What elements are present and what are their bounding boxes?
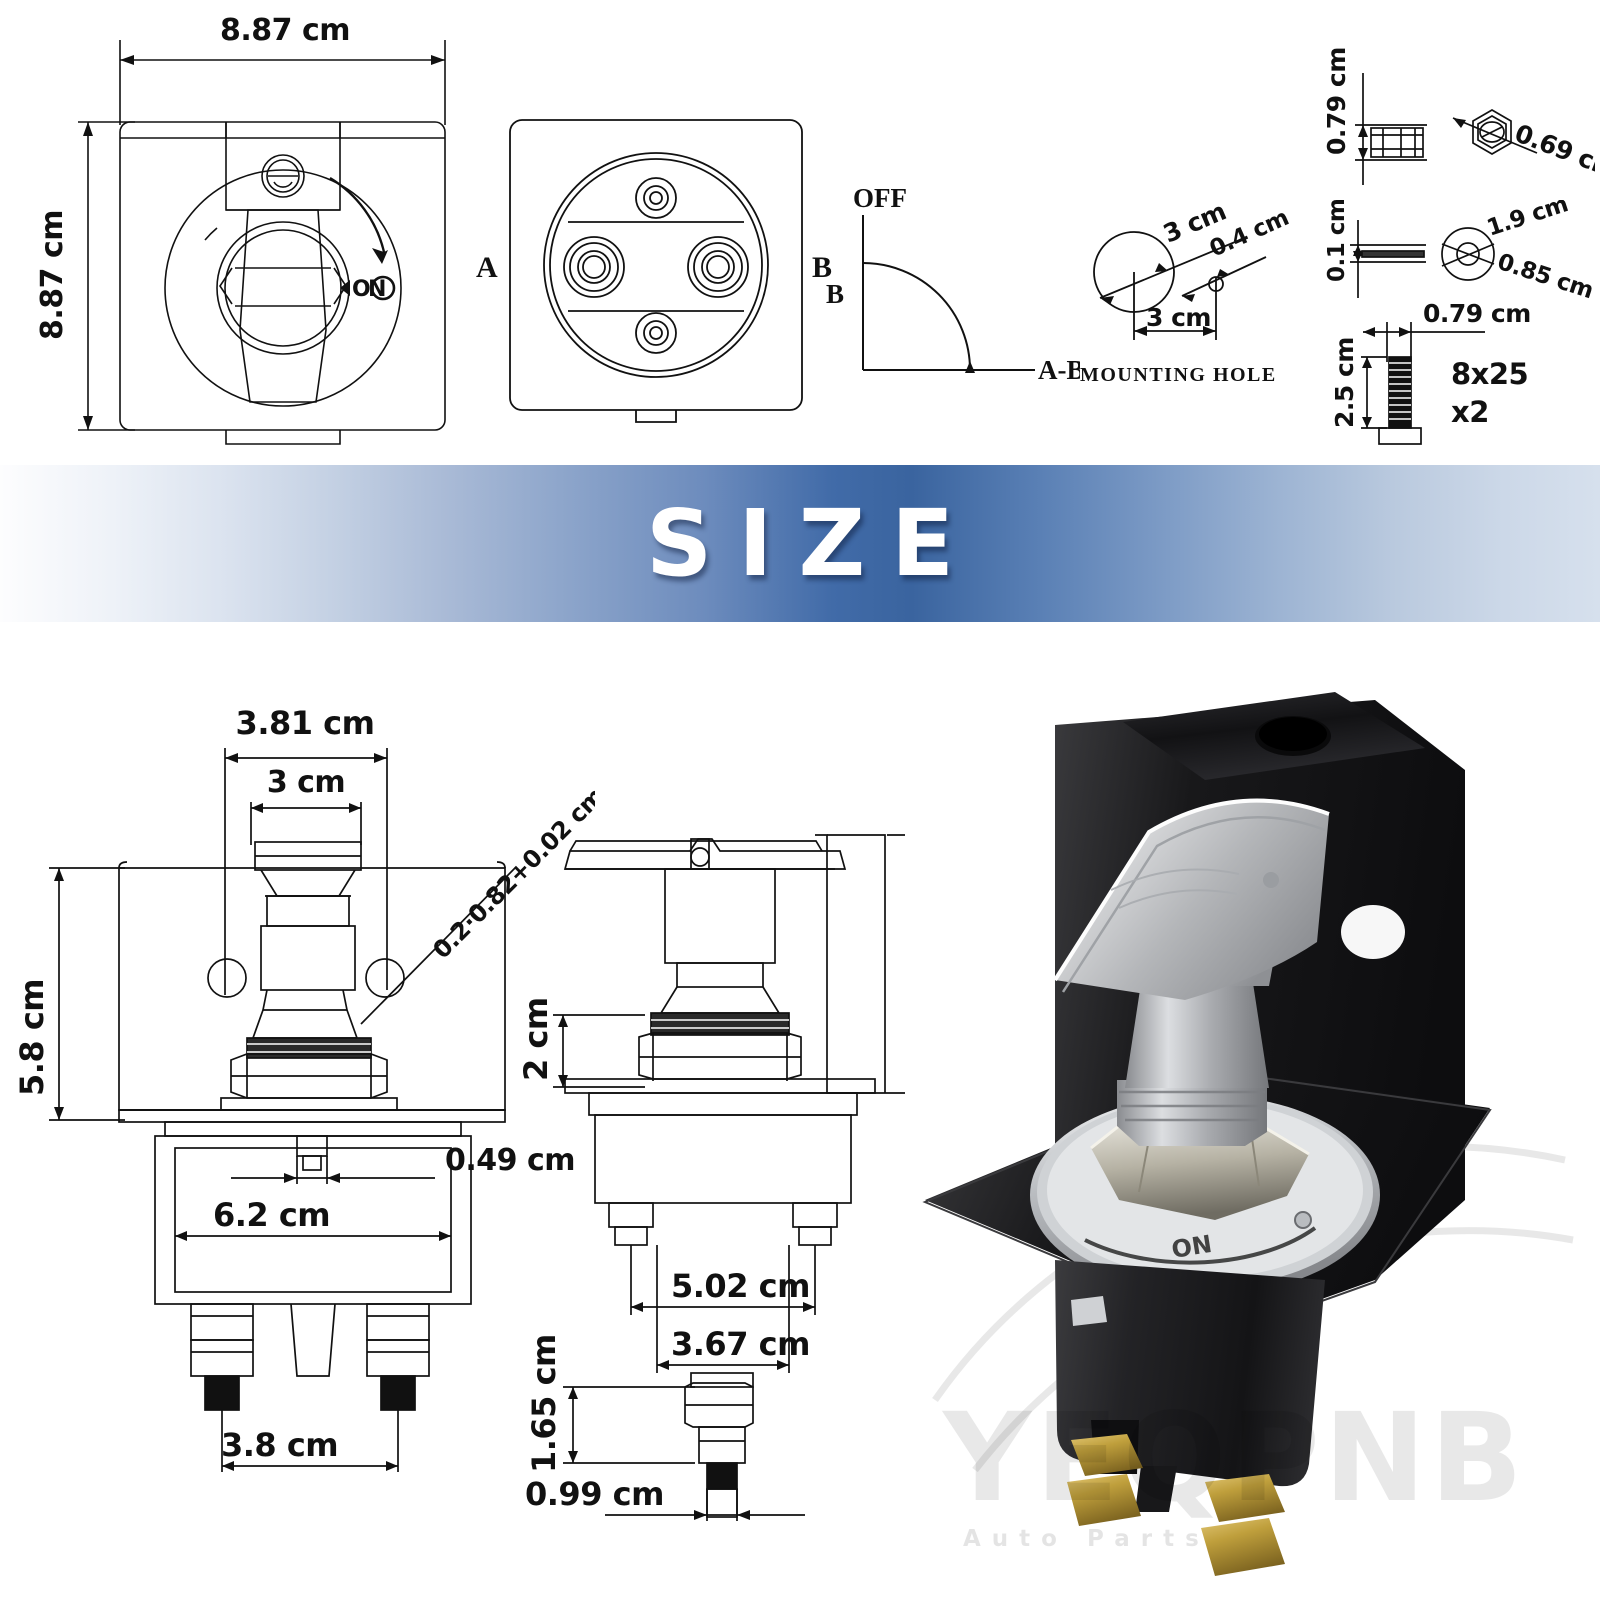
svg-text:N: N [368, 277, 386, 302]
svg-text:x2: x2 [1451, 395, 1489, 429]
svg-text:O: O [352, 277, 370, 302]
svg-text:0.79 cm: 0.79 cm [1423, 300, 1531, 328]
bracket-front-view-drawing: 3.81 cm 3 cm 5.8 cm 0.2·0.82+0.02 cm 0.4… [15, 660, 595, 1540]
svg-text:0.85 cm: 0.85 cm [1494, 249, 1596, 304]
svg-text:8.87 cm: 8.87 cm [35, 210, 70, 340]
svg-text:B: B [812, 251, 832, 284]
svg-text:0.99 cm: 0.99 cm [525, 1475, 664, 1513]
svg-text:Auto Parts: Auto Parts [963, 1526, 1210, 1552]
svg-text:5.8 cm: 5.8 cm [15, 979, 51, 1096]
svg-text:ON: ON [1170, 1230, 1214, 1264]
svg-text:2 cm: 2 cm [517, 997, 555, 1081]
svg-text:2.5 cm: 2.5 cm [1330, 337, 1359, 428]
size-banner: SIZE [0, 465, 1600, 622]
svg-text:0.49 cm: 0.49 cm [445, 1143, 575, 1178]
svg-text:0.69 cm: 0.69 cm [1511, 119, 1595, 185]
size-banner-title: SIZE [645, 489, 981, 597]
svg-text:OFF: OFF [853, 183, 907, 213]
svg-text:3.67 cm: 3.67 cm [671, 1325, 810, 1363]
hex-nut-drawing: 0.79 cm 0.69 cm [1275, 25, 1595, 200]
svg-text:5.02 cm: 5.02 cm [671, 1267, 810, 1305]
svg-text:8x25: 8x25 [1451, 357, 1528, 391]
svg-text:1.9 cm: 1.9 cm [1484, 200, 1571, 242]
rear-terminal-view-drawing: A B [460, 105, 840, 435]
svg-text:3.81 cm: 3.81 cm [236, 704, 375, 742]
bolt-drawing: 0.79 cm 2.5 cm 8x25 x2 [1275, 300, 1595, 445]
svg-text:0.79 cm: 0.79 cm [1322, 47, 1351, 155]
svg-text:6.2 cm: 6.2 cm [213, 1196, 330, 1234]
rotation-angle-drawing: OFF B A-B [820, 175, 1080, 390]
svg-text:3 cm: 3 cm [1146, 303, 1211, 332]
svg-text:3.8 cm: 3.8 cm [221, 1426, 338, 1464]
svg-text:8.87 cm: 8.87 cm [220, 13, 350, 48]
svg-text:A-B: A-B [1038, 355, 1080, 385]
product-photo: ON [905, 640, 1600, 1600]
svg-text:0.1 cm: 0.1 cm [1324, 200, 1350, 282]
mounting-hole-drawing: 3 cm 0.4 cm 3 cm MOUNTING HOLE [1070, 195, 1320, 395]
bracket-side-view-drawing: 2 cm 6.4 cm 5.02 cm 3.67 cm 1.65 cm 0.99… [505, 795, 1025, 1535]
svg-text:3 cm: 3 cm [267, 765, 345, 800]
flat-washer-drawing: 0.1 cm 1.9 cm 0.85 cm [1290, 200, 1600, 320]
svg-text:B: B [826, 279, 844, 309]
svg-text:YEQPNB: YEQPNB [941, 1387, 1527, 1529]
svg-text:1.65 cm: 1.65 cm [525, 1334, 563, 1473]
svg-text:MOUNTING HOLE: MOUNTING HOLE [1080, 364, 1277, 386]
svg-text:A: A [476, 251, 498, 284]
front-view-drawing: 8.87 cm 8.87 cm N O [30, 10, 460, 460]
